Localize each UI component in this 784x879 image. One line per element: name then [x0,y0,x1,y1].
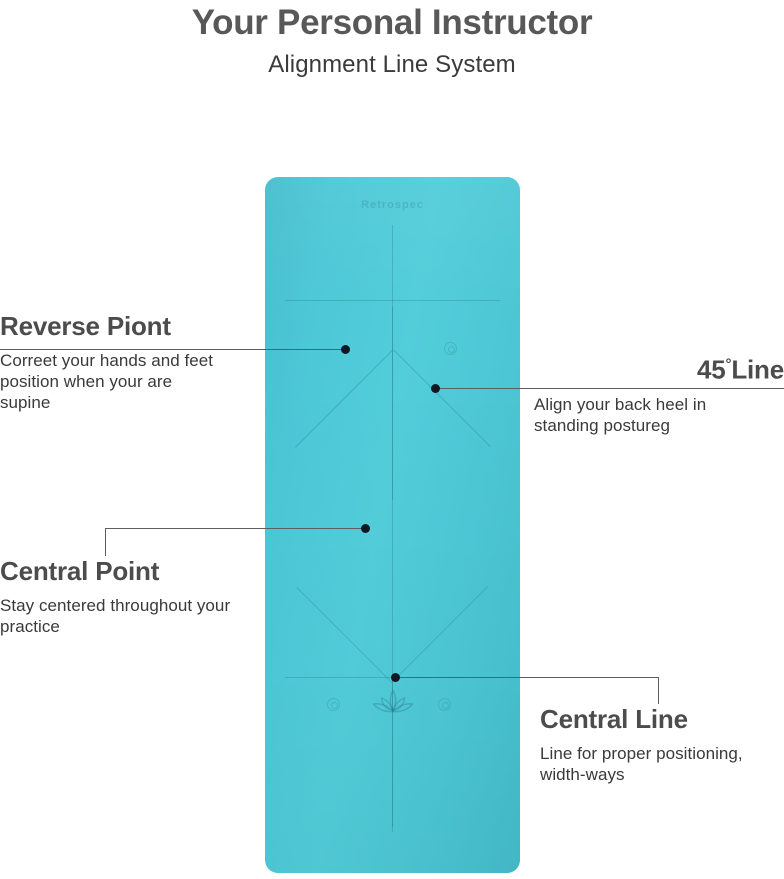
anchor-dot-central-point [361,524,370,533]
callout-central-line: Central Line Line for proper positioning… [540,704,784,785]
anchor-dot-central-line [391,673,400,682]
anchor-dot-45-line [431,384,440,393]
callout-45-line-suffix: Line [731,354,784,385]
callout-reverse-point: Reverse Piont Correet your hands and fee… [0,311,250,413]
lotus-icon [370,688,416,723]
diagonal-45-upper-right [393,349,491,447]
callout-central-point: Central Point Stay centered throughout y… [0,556,250,637]
yoga-mat: Retrospec [265,177,520,873]
callout-45-line: 45°Line Align your back heel in standing… [534,350,784,436]
circle-marker-lower-left [327,698,340,711]
leader-line-central-point-horizontal [105,528,365,529]
anchor-dot-reverse-point [341,345,350,354]
callout-45-line-body: Align your back heel in standing posture… [534,394,707,435]
callout-45-line-title: 45°Line [534,350,784,385]
callout-reverse-point-body: Correet your hands and feet position whe… [0,351,214,412]
header: Your Personal Instructor Alignment Line … [0,0,784,80]
callout-reverse-point-title: Reverse Piont [0,311,171,341]
horizontal-cross-line-top [285,300,500,301]
callout-central-line-title: Central Line [540,704,688,734]
diagonal-45-lower-right [391,586,488,683]
callout-central-line-body: Line for proper positioning, width-ways [540,744,743,784]
leader-line-central-line-vertical [658,677,659,704]
degree-symbol: ° [725,356,732,373]
vertical-center-line-bottom [392,677,393,832]
diagonal-45-upper-left [295,350,393,448]
page-title: Your Personal Instructor [191,3,593,42]
circle-marker-lower-right [438,698,451,711]
circle-marker-upper-right [444,342,457,355]
leader-line-central-point-vertical [105,528,106,556]
vertical-center-line-middle [392,307,393,827]
callout-central-point-title: Central Point [0,556,160,586]
brand-logo: Retrospec [361,199,424,211]
diagonal-45-lower-left [296,587,393,684]
leader-line-reverse-point [0,349,345,350]
leader-line-central-line-horizontal [395,677,658,678]
callout-central-point-body: Stay centered throughout your practice [0,596,231,636]
leader-line-45-line [435,388,784,389]
page-subtitle: Alignment Line System [268,51,516,78]
vertical-center-line-top [392,225,393,500]
callout-45-line-value: 45 [697,354,726,385]
